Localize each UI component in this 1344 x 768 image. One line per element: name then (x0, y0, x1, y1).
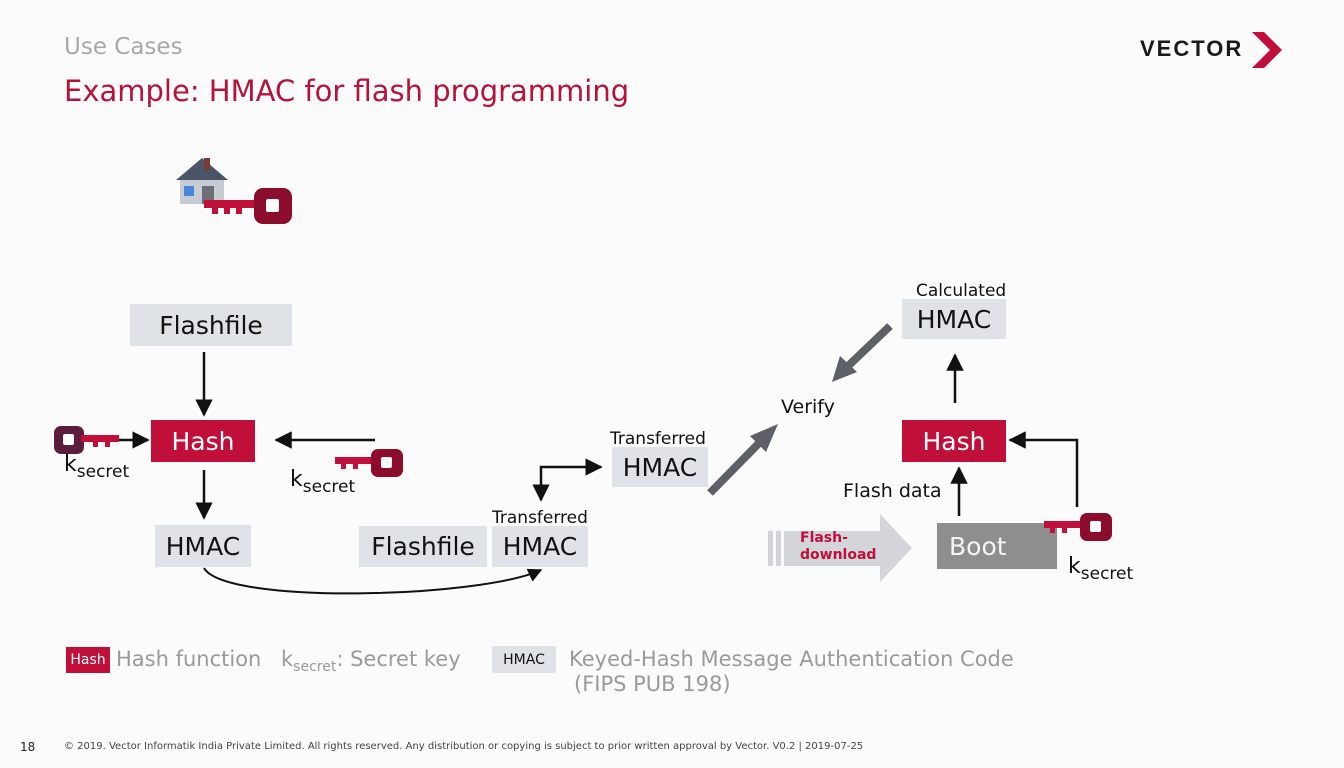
key-icon (204, 188, 292, 224)
key-icon (54, 426, 119, 454)
ksecret-label-right: ksecret (1068, 554, 1134, 584)
transferred-label-mid: Transferred (492, 508, 588, 528)
arrow-calculated-to-verify (832, 356, 857, 382)
key-icon (335, 449, 403, 477)
legend-hash-desc: Hash function (116, 647, 262, 671)
arrow-key-to-hash-right (1008, 431, 1079, 507)
ksecret-label-left: ksecret (64, 452, 130, 482)
flash-download-arrow (784, 514, 912, 582)
flashfile-transferred-box: Flashfile (359, 526, 487, 567)
flash-download-label: Flash- download (800, 530, 877, 563)
vector-logo: VECTOR (1140, 30, 1285, 70)
curve-hmac-to-transferred (203, 567, 543, 595)
key-icon (1044, 513, 1112, 541)
arrow-transferred-to-verify (750, 424, 778, 452)
legend-hmac-badge: HMAC (492, 646, 556, 673)
page-number: 18 (20, 740, 36, 754)
arrow-transfer-up (532, 458, 603, 502)
transferred-label-top: Transferred (610, 429, 706, 449)
chevron-logo-icon (1252, 32, 1282, 68)
legend-hash-badge: Hash (66, 647, 110, 673)
flashfile-box: Flashfile (130, 304, 292, 346)
hash-box-right: Hash (902, 420, 1006, 462)
logo-text: VECTOR (1140, 36, 1244, 61)
verify-label: Verify (781, 396, 835, 418)
section-label: Use Cases (64, 34, 183, 60)
ksecret-label-mid: ksecret (290, 467, 356, 497)
legend-key-desc: ksecret: Secret key (281, 647, 461, 675)
legend-hmac-desc-line2: (FIPS PUB 198) (574, 672, 731, 696)
hmac-received-box: HMAC (612, 447, 708, 487)
house-icon (176, 158, 228, 204)
boot-box: Boot (937, 523, 1057, 569)
hmac-transferred-box: HMAC (492, 526, 588, 567)
slide-title: Example: HMAC for flash programming (64, 74, 630, 108)
hmac-box-left: HMAC (155, 525, 251, 567)
flash-data-label: Flash data (843, 480, 942, 502)
copyright-footer: © 2019. Vector Informatik India Private … (64, 741, 864, 752)
legend-hmac-desc-line1: Keyed-Hash Message Authentication Code (569, 647, 1014, 671)
hash-box-left: Hash (151, 420, 255, 462)
hmac-calculated-box: HMAC (902, 299, 1006, 339)
calculated-label: Calculated (916, 281, 1007, 301)
